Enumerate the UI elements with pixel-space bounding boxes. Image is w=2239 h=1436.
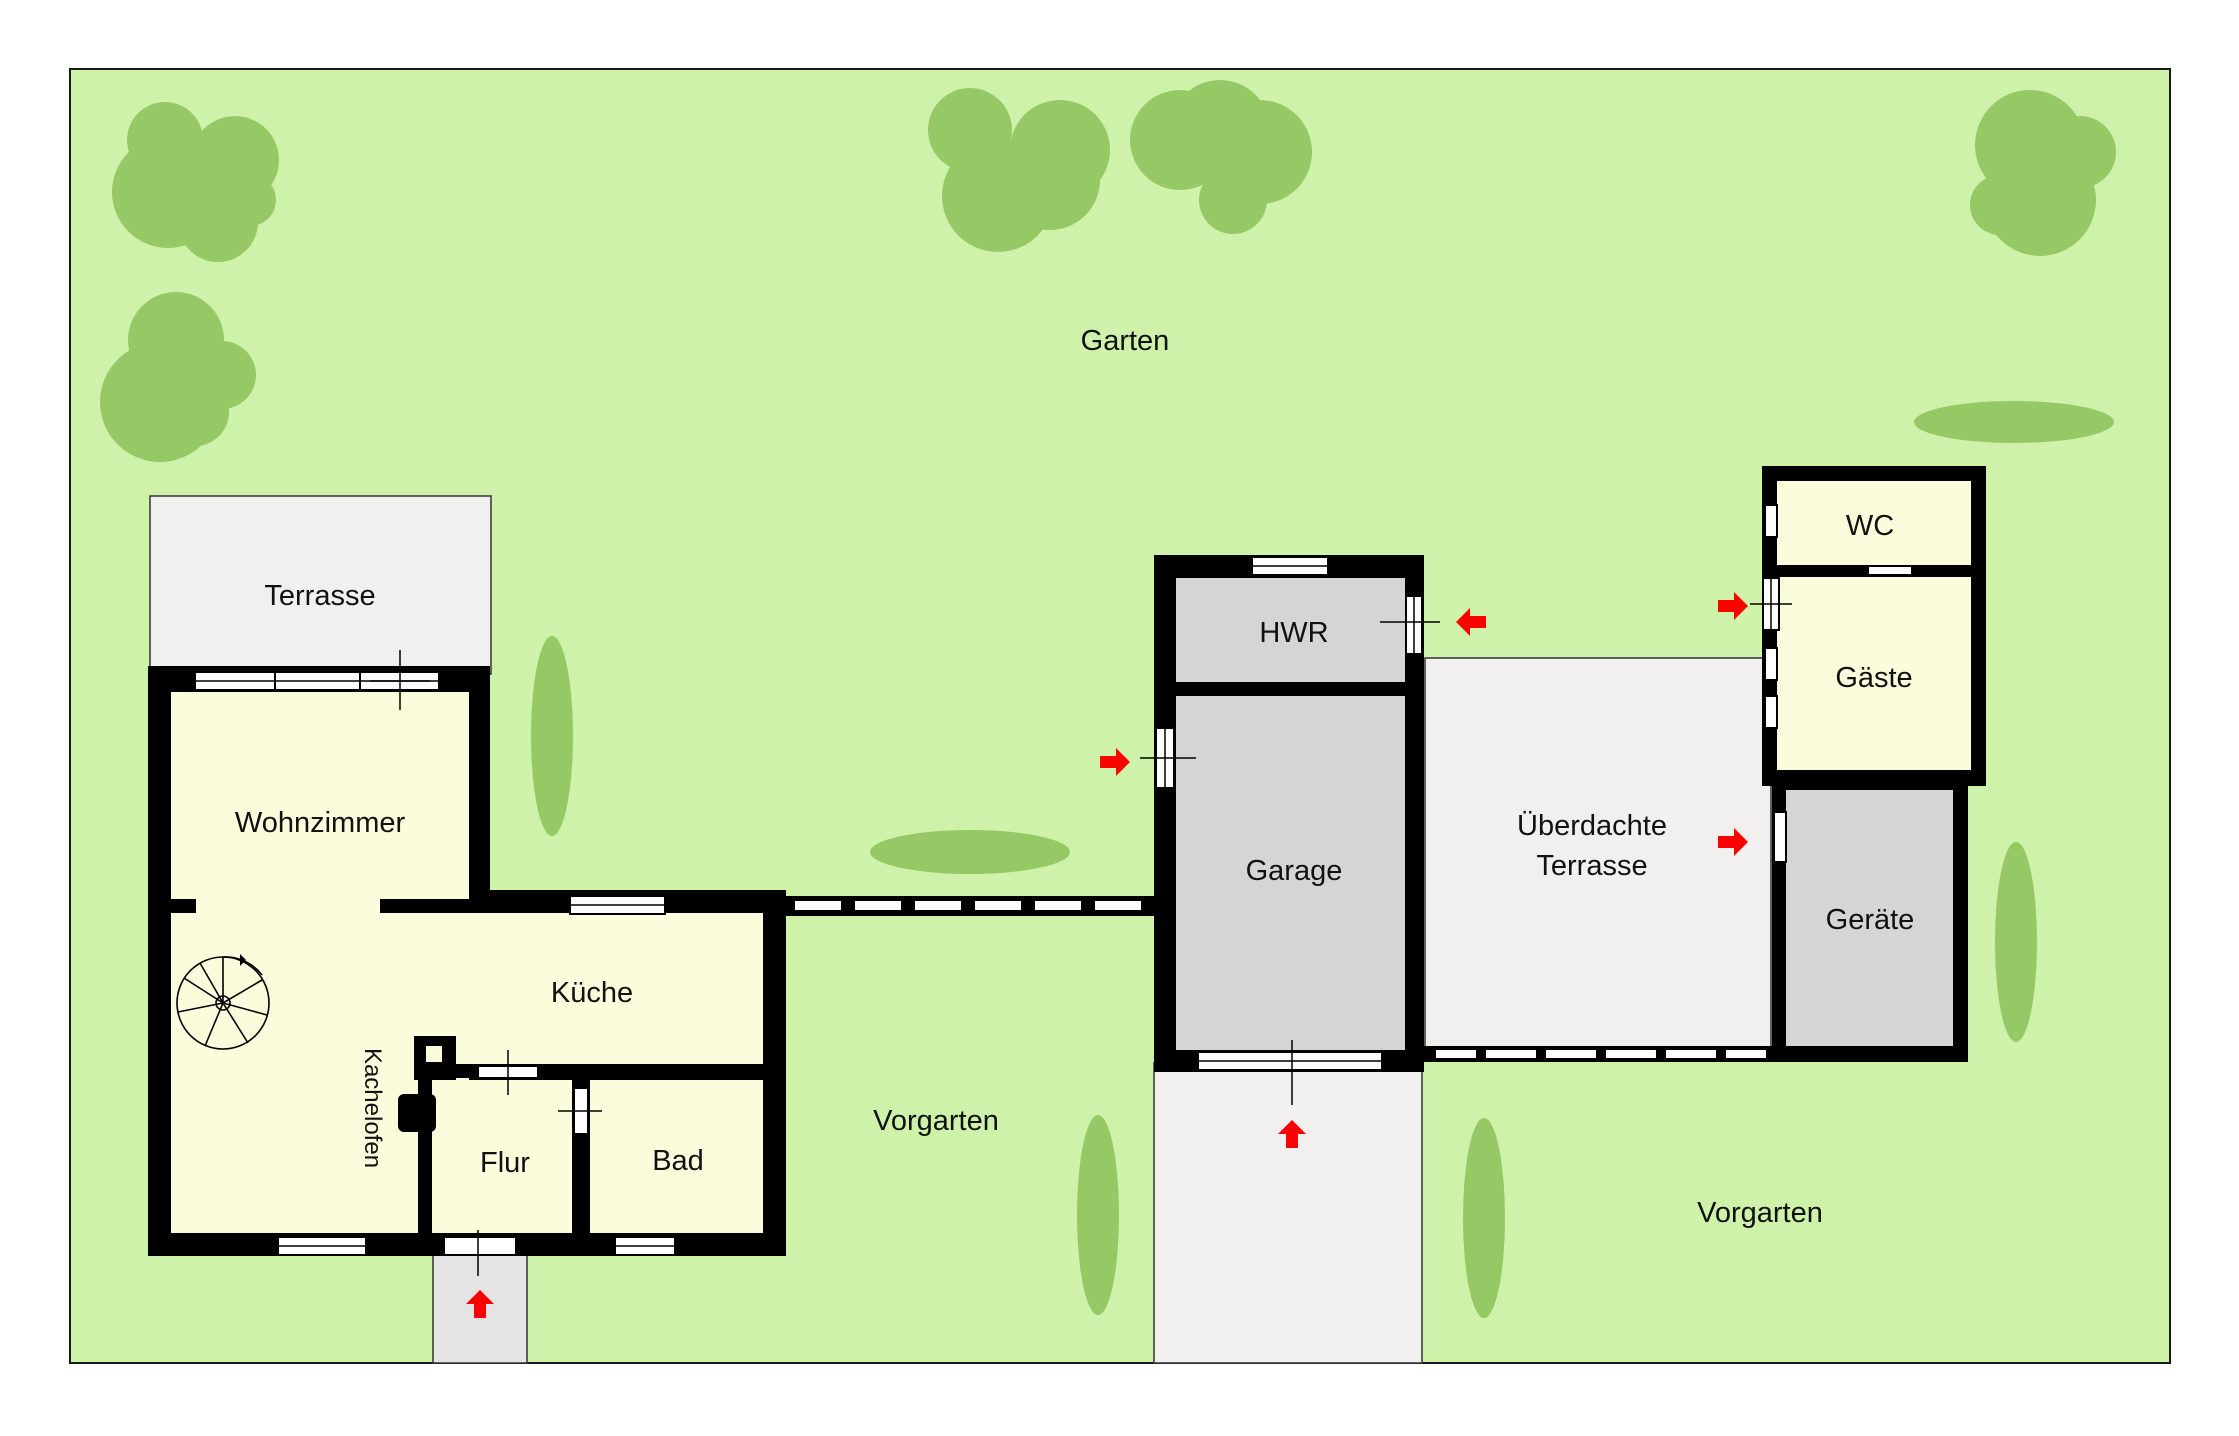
- wall-kueche-flur: [420, 1064, 763, 1078]
- label-wc: WC: [1846, 510, 1894, 542]
- room-garage: [1176, 696, 1405, 1050]
- hedge-icon: [1463, 1118, 1505, 1318]
- room-gaeste: [1777, 577, 1971, 770]
- label-kueche: Küche: [551, 977, 633, 1009]
- door-wc[interactable]: [1867, 565, 1913, 576]
- door-front[interactable]: [443, 1236, 517, 1256]
- tree-icon: [112, 102, 279, 262]
- terrace-wall: [1424, 1046, 1777, 1062]
- covered-terrace-area: [1424, 657, 1772, 1059]
- chimney-inner: [426, 1046, 442, 1062]
- label-garage: Garage: [1246, 855, 1343, 887]
- entry-arrow-icon: [466, 1290, 494, 1318]
- label-vorgarten-right: Vorgarten: [1697, 1197, 1823, 1229]
- hedge-icon: [531, 636, 573, 836]
- label-wohnzimmer: Wohnzimmer: [235, 807, 406, 839]
- entry-arrow-icon: [1456, 608, 1486, 636]
- terrace-wall-pattern: [1436, 1050, 1766, 1058]
- label-kachelofen: Kachelofen: [359, 1048, 386, 1168]
- stove-icon: [398, 1094, 436, 1132]
- label-flur: Flur: [480, 1147, 530, 1179]
- tree-icon: [100, 292, 256, 462]
- room-flur: [432, 1080, 572, 1233]
- door-geraete[interactable]: [1773, 811, 1787, 863]
- garden-wall-pattern: [795, 901, 1141, 910]
- tree-icon: [928, 88, 1110, 252]
- label-bad: Bad: [652, 1145, 704, 1177]
- tree-icon: [1970, 90, 2116, 256]
- driveway: [1153, 1062, 1423, 1364]
- room-hwr: [1176, 578, 1405, 682]
- hedge-icon: [870, 830, 1070, 874]
- tree-icon: [1130, 80, 1312, 234]
- label-ueberdachte-1: Überdachte: [1517, 810, 1667, 842]
- room-geraete: [1786, 790, 1953, 1046]
- entry-arrow-icon: [1278, 1120, 1306, 1148]
- entry-arrow-icon: [1100, 748, 1130, 776]
- spiral-staircase-icon: [176, 956, 270, 1050]
- hedge-icon: [1995, 842, 2037, 1042]
- entry-arrow-icon: [1718, 592, 1748, 620]
- label-hwr: HWR: [1259, 617, 1328, 649]
- terrace-area: [149, 495, 492, 675]
- hedge-icon: [1077, 1115, 1119, 1315]
- wall-wohn-kueche: [380, 899, 490, 913]
- wall-flur-left: [418, 1064, 432, 1244]
- hedge-icon: [1914, 401, 2114, 443]
- entry-arrow-icon: [1718, 828, 1748, 856]
- room-bad: [590, 1080, 763, 1233]
- label-terrasse: Terrasse: [264, 580, 375, 612]
- wall-wohn-kueche-stub: [168, 899, 196, 913]
- label-geraete: Geräte: [1826, 904, 1915, 936]
- label-gaeste: Gäste: [1835, 662, 1912, 694]
- room-wc: [1777, 481, 1971, 565]
- window: [1764, 695, 1778, 729]
- window: [1764, 647, 1778, 681]
- label-garten: Garten: [1081, 325, 1170, 357]
- label-ueberdachte-2: Terrasse: [1536, 850, 1647, 882]
- window: [1764, 504, 1778, 538]
- room-kueche: [171, 913, 763, 1065]
- label-vorgarten-left: Vorgarten: [873, 1105, 999, 1137]
